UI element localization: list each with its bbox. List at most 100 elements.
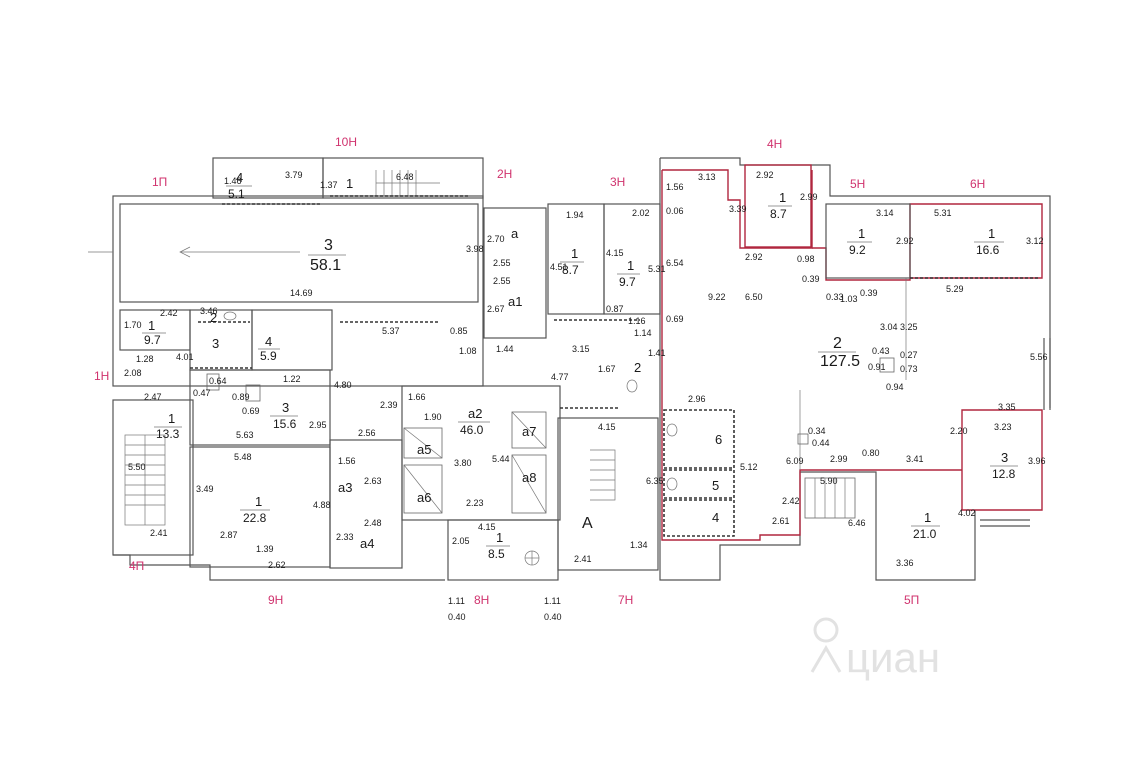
staircase-top (375, 170, 440, 196)
room-number: a3 (338, 480, 352, 495)
dimension-label: 1.16 (628, 316, 646, 326)
dimension-label: 5.48 (234, 452, 252, 462)
section-label-8n: 8Н (474, 593, 489, 607)
dimension-label: 0.87 (606, 304, 624, 314)
room-5n-outline (825, 203, 911, 279)
dimension-label: 6.54 (666, 258, 684, 268)
dimension-label: 2.99 (830, 454, 848, 464)
dimension-label: 2.41 (150, 528, 168, 538)
dimension-label: 6.09 (786, 456, 804, 466)
staircase-right (804, 477, 856, 519)
dimension-label: 3.12 (1026, 236, 1044, 246)
dimension-label: 3.13 (698, 172, 716, 182)
room-number: 3 (282, 400, 289, 415)
dimension-label: 0.73 (900, 364, 918, 374)
dimension-label: 0.98 (797, 254, 815, 264)
dimension-label: 1.94 (566, 210, 584, 220)
room-number: 1 (858, 226, 865, 241)
dimension-label: 3.15 (572, 344, 590, 354)
room-number: 4 (236, 170, 243, 185)
dimension-label: 2.70 (487, 234, 505, 244)
dimension-label: 2.95 (309, 420, 327, 430)
dimension-label: 2.92 (745, 252, 763, 262)
room-area: 8.7 (770, 207, 787, 221)
elevator-a7 (511, 411, 547, 449)
room-number: 5 (712, 478, 719, 493)
dimension-label: 0.80 (862, 448, 880, 458)
section-label-1n: 1Н (94, 369, 109, 383)
elevator-a8 (511, 454, 547, 514)
dimension-label: 0.27 (900, 350, 918, 360)
dimension-label: 0.47 (193, 388, 211, 398)
dimension-label: 4.15 (606, 248, 624, 258)
area-fraction-bars (142, 185, 1018, 547)
room-number: 1 (779, 190, 786, 205)
dimension-label: 3.39 (729, 204, 747, 214)
dimension-label: 0.64 (209, 376, 227, 386)
dimension-label: 6.35 (646, 476, 664, 486)
room-2-3-outline (189, 309, 253, 371)
elevator-a5 (403, 427, 443, 459)
zone-red-outline-b (661, 170, 1043, 541)
dimension-label: 2.42 (782, 496, 800, 506)
dimension-label: 2.05 (452, 536, 470, 546)
watermark: циан (810, 617, 940, 681)
dimension-label: 1.34 (630, 540, 648, 550)
room-area: 9.2 (849, 243, 866, 257)
room-number: a6 (417, 490, 431, 505)
room-a-a1-outline (483, 207, 547, 339)
walls-right-block (659, 157, 1051, 581)
room-5-outline (663, 469, 735, 499)
dimension-label: 2.92 (896, 236, 914, 246)
dimension-label: 5.31 (934, 208, 952, 218)
dimension-label: 3.14 (876, 208, 894, 218)
dimension-label: 0.89 (232, 392, 250, 402)
watermark-text: циан (846, 634, 940, 681)
room-area: 12.8 (992, 467, 1016, 481)
dimension-label: 3.98 (466, 244, 484, 254)
room-area: 127.5 (820, 353, 860, 370)
dimension-label: 2.20 (950, 426, 968, 436)
room-areas: 5.1 58.1 9.7 5.9 15.6 13.3 22.8 8.7 9.7 … (144, 187, 1016, 561)
room-4-small-outline (663, 499, 735, 537)
toilet-icon (223, 311, 237, 321)
room-number: 4 (265, 334, 272, 349)
dimension-label: 1.11 (448, 596, 465, 606)
dimension-label: 1.11 (544, 596, 561, 606)
section-label-1p: 1П (152, 175, 167, 189)
location-pin-icon (813, 617, 839, 643)
dimension-label: 4.15 (478, 522, 496, 532)
dimensions: 1.46 3.79 1.37 6.48 3.98 14.69 2.70 2.55… (124, 170, 1048, 622)
dimension-label: 4.80 (334, 380, 352, 390)
room-area: 5.9 (260, 349, 277, 363)
toilet-icon-2 (626, 379, 638, 393)
dimension-label: 2.47 (144, 392, 162, 402)
room-number: 3 (324, 237, 333, 254)
room-number: 4 (712, 510, 719, 525)
dimension-label: 6.48 (396, 172, 414, 182)
dimension-label: 4.77 (551, 372, 569, 382)
dimension-label: 4.01 (176, 352, 194, 362)
room-area: 9.7 (619, 275, 636, 289)
dimension-label: 2.63 (364, 476, 382, 486)
section-label-5n: 5Н (850, 177, 865, 191)
dimension-label: 0.43 (872, 346, 890, 356)
dimension-label: 1.39 (256, 544, 274, 554)
section-label-3n: 3Н (610, 175, 625, 189)
dimension-label: 4.02 (958, 508, 976, 518)
dimension-label: 5.50 (128, 462, 146, 472)
room-area: 16.6 (976, 243, 1000, 257)
dimension-label: 0.40 (448, 612, 466, 622)
section-label-5p: 5П (904, 593, 919, 607)
dimension-label: 0.06 (666, 206, 684, 216)
room-area: 8.5 (488, 547, 505, 561)
room-number: 1 (255, 494, 262, 509)
dimension-label: 2.08 (124, 368, 142, 378)
dimension-label: 2.39 (380, 400, 398, 410)
dimension-label: 3.41 (906, 454, 924, 464)
dimension-label: 0.40 (544, 612, 562, 622)
room-area: 15.6 (273, 417, 297, 431)
dimension-label: 3.79 (285, 170, 303, 180)
room-number: 2 (634, 360, 641, 375)
